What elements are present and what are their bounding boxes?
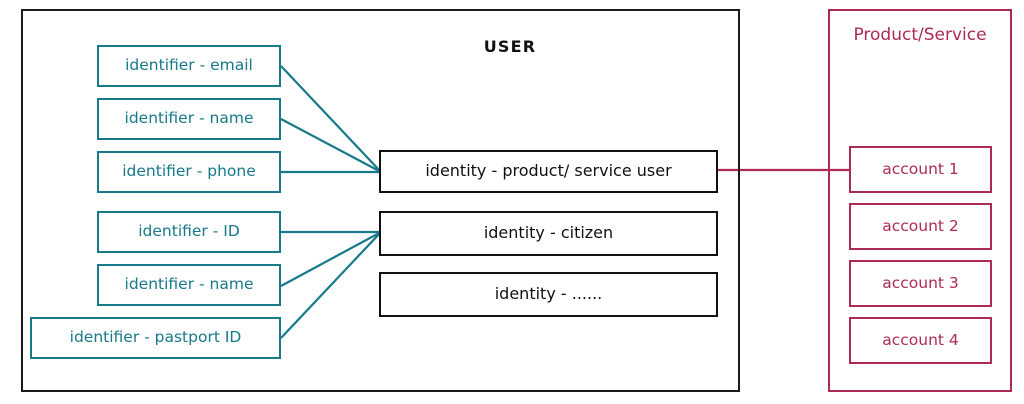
identity-box-product-service-user-label: identity - product/ service user	[425, 161, 672, 181]
identity-box-citizen[interactable]: identity - citizen	[379, 211, 718, 256]
identifier-box-name-1[interactable]: identifier - name	[97, 98, 281, 140]
identifier-box-phone-label: identifier - phone	[122, 162, 256, 181]
product-service-panel-title: Product/Service	[853, 25, 987, 45]
account-box-3[interactable]: account 3	[849, 260, 992, 307]
identifier-box-passport-id[interactable]: identifier - pastport ID	[30, 317, 281, 359]
account-box-2[interactable]: account 2	[849, 203, 992, 250]
identifier-box-name-2[interactable]: identifier - name	[97, 264, 281, 306]
account-box-1[interactable]: account 1	[849, 146, 992, 193]
account-box-3-label: account 3	[882, 273, 959, 292]
identifier-box-name-2-label: identifier - name	[124, 275, 254, 294]
user-panel	[21, 9, 740, 392]
identifier-box-name-1-label: identifier - name	[124, 109, 254, 128]
identity-box-product-service-user[interactable]: identity - product/ service user	[379, 150, 718, 193]
account-box-4[interactable]: account 4	[849, 317, 992, 364]
account-box-2-label: account 2	[882, 216, 959, 235]
identifier-box-passport-id-label: identifier - pastport ID	[69, 328, 242, 347]
identifier-box-id[interactable]: identifier - ID	[97, 211, 281, 253]
account-box-4-label: account 4	[882, 330, 959, 349]
product-service-panel	[828, 9, 1012, 392]
account-box-1-label: account 1	[882, 159, 959, 178]
identifier-box-phone[interactable]: identifier - phone	[97, 151, 281, 193]
identifier-box-id-label: identifier - ID	[138, 222, 240, 241]
user-panel-title: USER	[483, 37, 537, 56]
identifier-box-email[interactable]: identifier - email	[97, 45, 281, 87]
identity-box-other[interactable]: identity - ......	[379, 272, 718, 317]
identifier-box-email-label: identifier - email	[125, 56, 253, 75]
identity-box-citizen-label: identity - citizen	[483, 223, 614, 243]
identity-box-other-label: identity - ......	[494, 284, 603, 304]
